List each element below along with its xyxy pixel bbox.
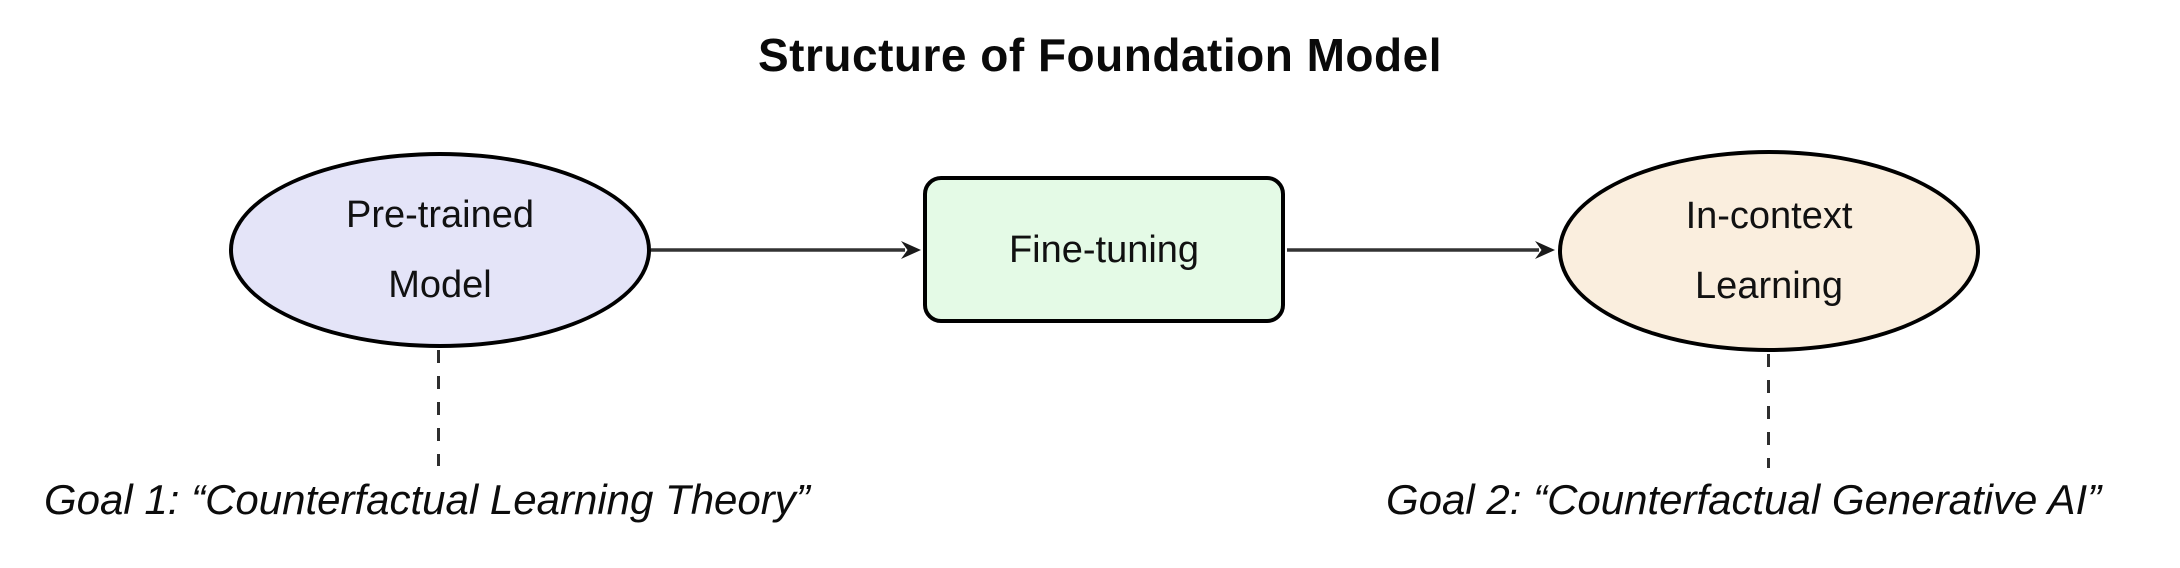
arrow-pretrained-to-finetuning-icon — [651, 241, 921, 259]
node-finetuning: Fine-tuning — [923, 176, 1285, 323]
node-incontext-learning-label: In-context Learning — [1685, 195, 1853, 307]
goal1-label: Goal 1: “Counterfactual Learning Theory” — [44, 476, 810, 523]
node-pretrained-model: Pre-trained Model — [229, 152, 651, 348]
dashed-connector-goal1 — [437, 350, 440, 466]
dashed-connector-goal2 — [1767, 354, 1770, 468]
goal2-label: Goal 2: “Counterfactual Generative AI” — [1386, 476, 2102, 523]
node-finetuning-label: Fine-tuning — [1008, 228, 1200, 271]
node-incontext-learning: In-context Learning — [1558, 150, 1980, 352]
node-pretrained-model-label: Pre-trained Model — [346, 194, 534, 306]
diagram-title: Structure of Foundation Model — [758, 29, 1442, 81]
arrow-finetuning-to-incontext-icon — [1287, 241, 1555, 259]
